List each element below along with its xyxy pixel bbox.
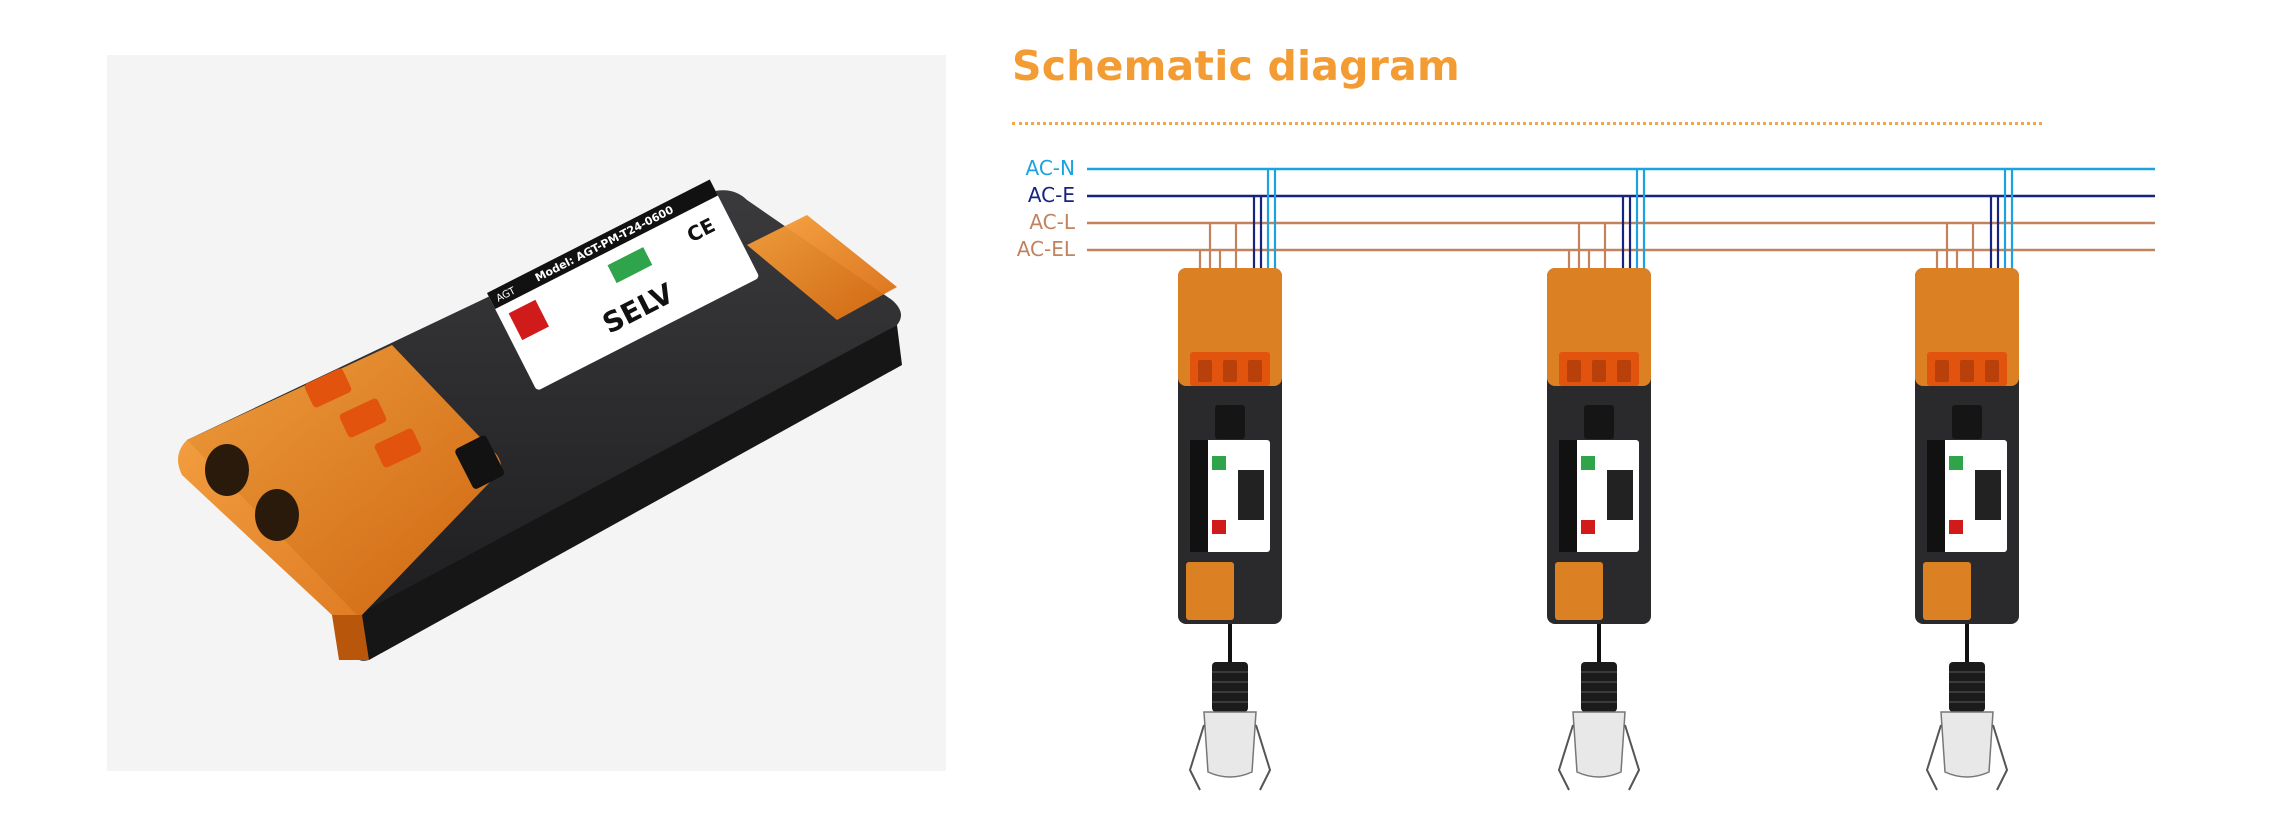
switch-slot [1952,405,1982,439]
spring-clip [1992,724,2009,791]
terminal-cover-front [178,345,501,620]
switch-slot [1584,405,1614,439]
title-divider [1012,122,2042,125]
terminal-lever [339,398,387,438]
label-selv-block [1238,470,1264,520]
spotlight-heatsink [1949,662,1985,712]
label-selv-block [1975,470,2001,520]
driver-label-band [1190,440,1208,552]
cable-hole [205,444,249,496]
terminal-lever [304,368,352,408]
driver-body-side [352,325,902,661]
bus-label-ac-el: AC-EL [1016,237,1075,261]
bottom-cover [1186,562,1234,620]
bus-label-ac-l: AC-L [1029,210,1075,234]
driver-label-band [1927,440,1945,552]
bus-label-ac-n: AC-N [1025,156,1075,180]
terminal-lever [1935,360,1949,382]
spring-clip [1188,724,1205,791]
driver-label-band [1559,440,1577,552]
terminal-lever [374,428,422,468]
driver-label [1190,440,1270,552]
driver-product-illustration: AGT Model: AGT-PM-T24-0600 SELV CE [178,179,902,661]
bottom-cover [1923,562,1971,620]
spotlight-heatsink [1212,662,1248,712]
product-photo-panel: AGT Model: AGT-PM-T24-0600 SELV CE [107,55,946,771]
cable-hole [255,489,299,541]
led-driver-unit [1178,169,1282,791]
led-driver-unit [1915,169,2019,791]
driver-label [1559,440,1639,552]
spotlight-trim [1203,711,1257,778]
terminal-lever [1198,360,1212,382]
label-mark [1581,456,1595,470]
label-selv-block [1607,470,1633,520]
terminal-lever [1617,360,1631,382]
terminal-lever [1223,360,1237,382]
label-mark [1581,520,1595,534]
terminal-lever [1592,360,1606,382]
label-mark [1212,456,1226,470]
switch-slot [1215,405,1245,439]
driver-label [1927,440,2007,552]
spotlight-heatsink [1581,662,1617,712]
spring-clip [1925,724,1942,791]
switch-slot [455,435,505,489]
terminal-lever [1960,360,1974,382]
terminal-cover-edge [332,615,369,660]
bus-label-ac-e: AC-E [1027,183,1075,207]
spring-clip [1557,724,1574,791]
diagram-title: Schematic diagram [1012,42,1460,90]
terminal-lever [1567,360,1581,382]
label-mark [1212,520,1226,534]
led-driver-unit [1547,169,1651,791]
spotlight-trim [1940,711,1994,778]
bottom-cover [1555,562,1603,620]
terminal-cover-rear [747,215,897,320]
label-mark [1949,456,1963,470]
label-mark [1949,520,1963,534]
spotlight-trim [1572,711,1626,778]
spring-clip [1255,724,1272,791]
terminal-lever [1985,360,1999,382]
terminal-lever [1248,360,1262,382]
spring-clip [1624,724,1641,791]
